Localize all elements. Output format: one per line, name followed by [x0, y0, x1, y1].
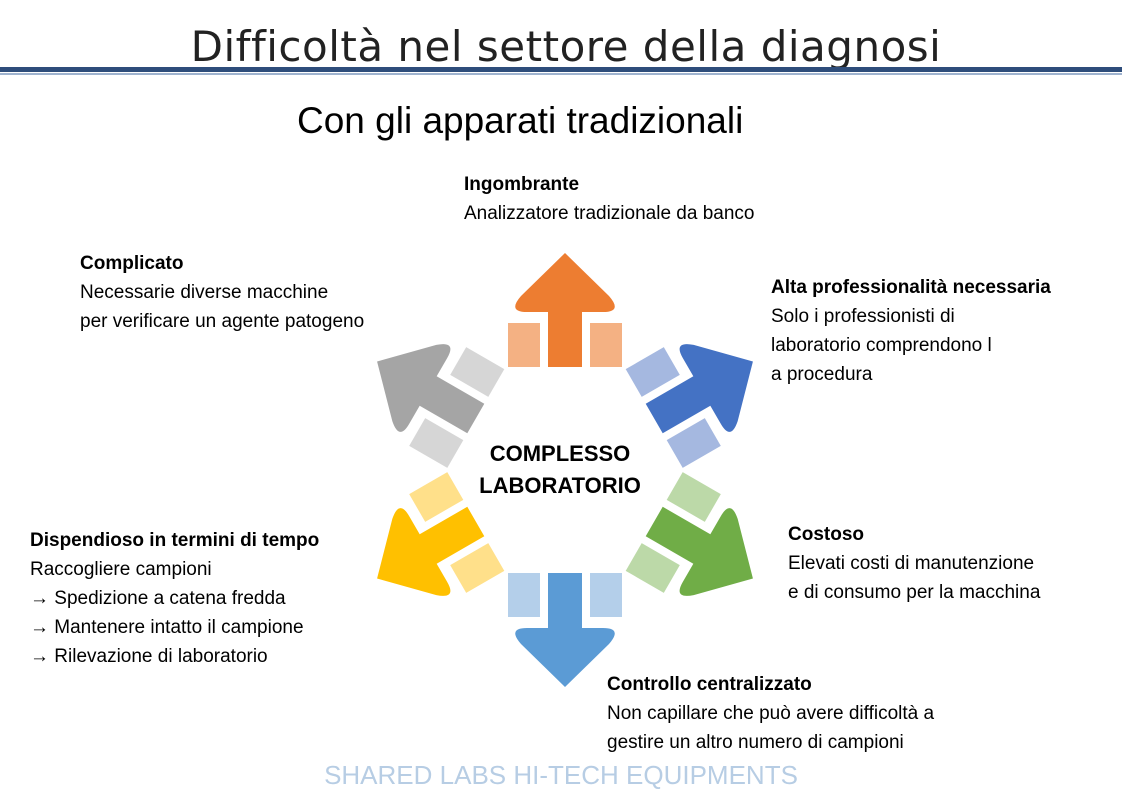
arrow-tab-left — [666, 472, 721, 522]
slide-title: Difficoltà nel settore della diagnosi — [190, 22, 942, 71]
arrow-body — [645, 344, 753, 434]
center-label-line-2: LABORATORIO — [479, 473, 641, 498]
arrow-upper-right-icon — [625, 344, 753, 468]
title-divider — [0, 67, 1122, 72]
item-complicato: Complicato Necessarie diverse macchine p… — [80, 249, 364, 336]
arrow-tab-right — [508, 573, 540, 617]
item-costoso: Costoso Elevati costi di manutenzione e … — [788, 520, 1040, 607]
item-heading: Dispendioso in termini di tempo — [30, 530, 320, 551]
item-heading: Controllo centralizzato — [607, 674, 812, 695]
item-alta-professionalita: Alta professionalità necessaria Solo i p… — [771, 273, 1051, 389]
arrow-upper-left-icon — [377, 344, 505, 468]
arrow-tab-right — [590, 323, 622, 367]
title-divider-accent — [0, 73, 1122, 75]
item-line: per verificare un agente patogeno — [80, 311, 365, 332]
item-line: → Mantenere intatto il campione — [30, 617, 304, 638]
item-line: Analizzatore tradizionale da banco — [464, 203, 755, 224]
item-line: → Spedizione a catena fredda — [30, 588, 286, 609]
center-label-line-1: COMPLESSO — [489, 441, 631, 466]
item-line: laboratorio comprendono l — [771, 335, 992, 356]
item-controllo-centralizzato: Controllo centralizzato Non capillare ch… — [607, 670, 934, 757]
arrow-tab-left — [450, 543, 505, 593]
item-heading: Alta professionalità necessaria — [771, 277, 1051, 298]
arrow-tab-right — [666, 418, 721, 468]
slide-subtitle: Con gli apparati tradizionali — [297, 100, 744, 141]
arrow-tab-left — [508, 323, 540, 367]
arrow-up-icon — [508, 253, 622, 367]
item-heading: Costoso — [788, 524, 864, 545]
item-line: Solo i professionisti di — [771, 306, 955, 327]
item-ingombrante: Ingombrante Analizzatore tradizionale da… — [464, 170, 754, 228]
arrow-body — [645, 506, 753, 596]
arrow-body — [377, 506, 485, 596]
item-dispendioso: Dispendioso in termini di tempo Raccogli… — [30, 526, 319, 671]
item-heading: Ingombrante — [464, 174, 580, 195]
arrow-tab-left — [590, 573, 622, 617]
item-line: Necessarie diverse macchine — [80, 282, 329, 303]
item-line: gestire un altro numero di campioni — [607, 732, 904, 753]
center-label: COMPLESSO LABORATORIO — [460, 438, 660, 502]
arrow-body — [377, 344, 485, 434]
item-line: e di consumo per la macchina — [788, 582, 1041, 603]
arrow-tab-left — [409, 418, 464, 468]
arrow-down-icon — [508, 573, 622, 687]
arrow-tab-right — [625, 543, 680, 593]
item-line: Non capillare che può avere difficoltà a — [607, 703, 935, 724]
arrow-tab-left — [625, 347, 680, 397]
footer-watermark: SHARED LABS HI-TECH EQUIPMENTS — [324, 760, 798, 790]
item-line: a procedura — [771, 364, 873, 385]
item-heading: Complicato — [80, 253, 184, 274]
arrow-body — [515, 573, 615, 687]
arrow-body — [515, 253, 615, 367]
item-line: Raccogliere campioni — [30, 559, 212, 580]
arrow-lower-left-icon — [377, 472, 505, 596]
item-line: Elevati costi di manutenzione — [788, 553, 1035, 574]
arrow-lower-right-icon — [625, 472, 753, 596]
arrow-tab-right — [450, 347, 505, 397]
arrow-tab-right — [409, 472, 464, 522]
item-line: → Rilevazione di laboratorio — [30, 646, 268, 667]
